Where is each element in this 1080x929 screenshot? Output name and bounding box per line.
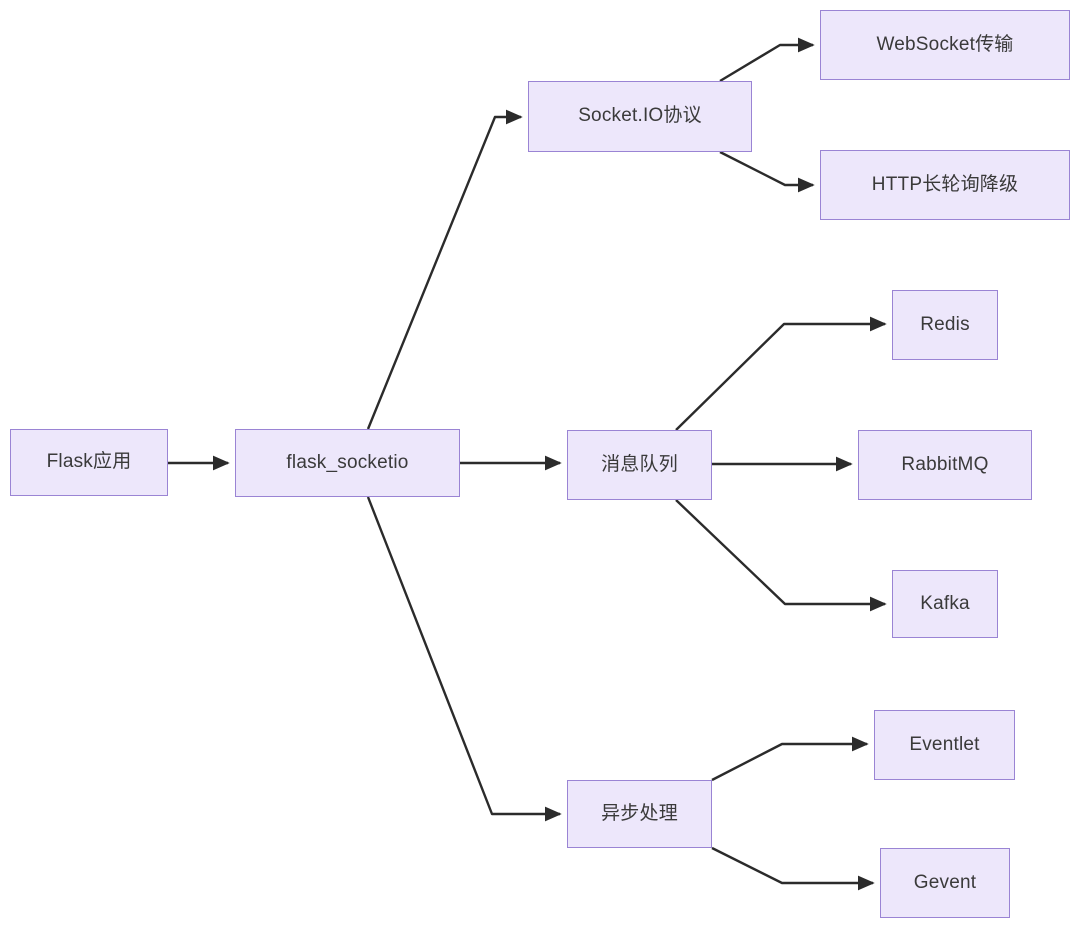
- node-socketio_proto[interactable]: Socket.IO协议: [528, 81, 752, 152]
- node-websocket[interactable]: WebSocket传输: [820, 10, 1070, 80]
- edge-async_process-to-gevent: [711, 846, 875, 891]
- node-label-socketio_proto: Socket.IO协议: [578, 105, 702, 127]
- node-label-redis: Redis: [920, 313, 970, 335]
- node-eventlet[interactable]: Eventlet: [874, 710, 1015, 780]
- edge-flask_socketio-to-socketio_proto: [366, 109, 523, 430]
- node-redis[interactable]: Redis: [892, 290, 998, 360]
- node-flask_app[interactable]: Flask应用: [10, 429, 168, 496]
- node-label-rabbitmq: RabbitMQ: [901, 453, 989, 475]
- node-rabbitmq[interactable]: RabbitMQ: [858, 430, 1032, 500]
- node-kafka[interactable]: Kafka: [892, 570, 998, 638]
- node-flask_socketio[interactable]: flask_socketio: [235, 429, 460, 497]
- node-label-http_polling: HTTP长轮询降级: [871, 173, 1019, 195]
- node-message_queue[interactable]: 消息队列: [567, 430, 712, 500]
- node-label-kafka: Kafka: [920, 592, 970, 614]
- edge-flask_socketio-to-async_process: [366, 496, 562, 822]
- edge-message_queue-to-kafka: [675, 499, 887, 612]
- node-label-flask_socketio: flask_socketio: [286, 451, 409, 473]
- node-label-websocket: WebSocket传输: [876, 33, 1014, 55]
- node-label-eventlet: Eventlet: [909, 733, 980, 755]
- edge-socketio_proto-to-http_polling: [719, 150, 815, 193]
- node-label-gevent: Gevent: [913, 871, 977, 893]
- edge-socketio_proto-to-websocket: [719, 37, 815, 83]
- node-label-flask_app: Flask应用: [46, 451, 132, 473]
- node-label-message_queue: 消息队列: [601, 453, 678, 475]
- node-async_process[interactable]: 异步处理: [567, 780, 712, 848]
- node-gevent[interactable]: Gevent: [880, 848, 1010, 918]
- node-label-async_process: 异步处理: [601, 802, 678, 824]
- edge-async_process-to-eventlet: [711, 736, 869, 782]
- node-http_polling[interactable]: HTTP长轮询降级: [820, 150, 1070, 220]
- edge-message_queue-to-redis: [675, 316, 887, 431]
